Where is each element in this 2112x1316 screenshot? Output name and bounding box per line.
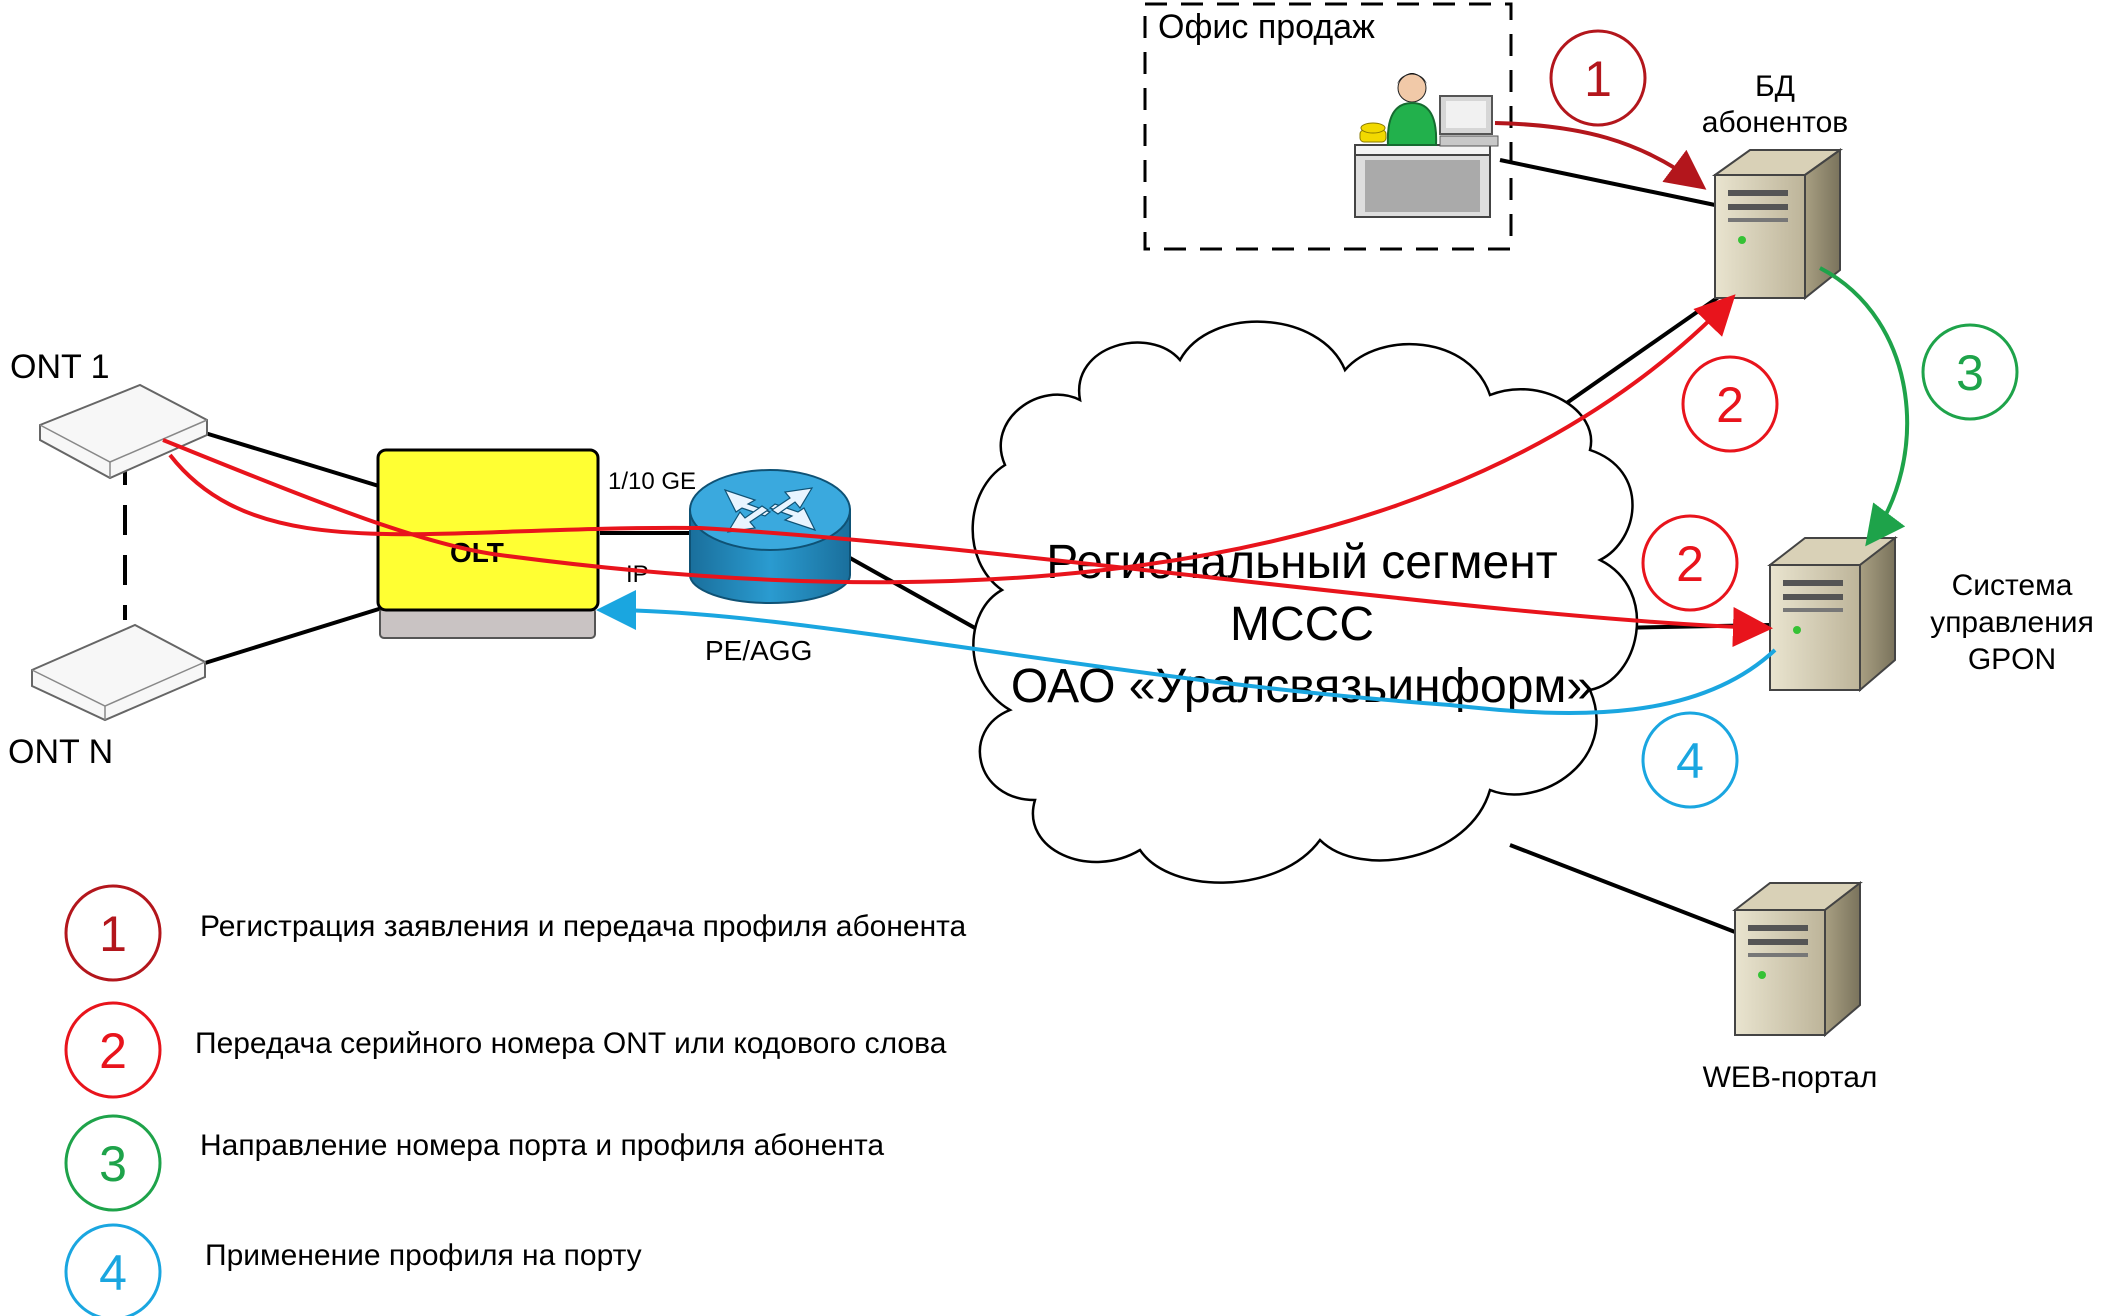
flow-2-ont-to-db <box>162 294 1736 585</box>
db-server-icon <box>1711 148 1844 301</box>
web-portal-label: WEB-портал <box>1703 1061 1878 1094</box>
legend-text-3: Направление номера порта и профиля абоне… <box>200 1129 884 1162</box>
link-ont1-olt <box>204 431 383 489</box>
legend-text-1: Регистрация заявления и передача профиля… <box>200 910 967 943</box>
gpon-label-line3: GPON <box>1968 643 2056 676</box>
legend-item-1: 1 Регистрация заявления и передача профи… <box>64 884 967 982</box>
cloud-label-line2: МССС <box>1230 598 1374 651</box>
svg-text:2: 2 <box>1676 536 1704 592</box>
legend-text-4: Применение профиля на порту <box>205 1239 642 1272</box>
svg-text:1: 1 <box>1584 51 1612 107</box>
legend-num-2: 2 <box>99 1023 127 1079</box>
db-label-line2: абонентов <box>1702 106 1848 139</box>
link-cloud-web <box>1509 843 1736 934</box>
sales-office-label: Офис продаж <box>1158 8 1375 46</box>
svg-text:4: 4 <box>1676 733 1704 789</box>
legend-num-1: 1 <box>99 906 127 962</box>
pe-agg-label: PE/AGG <box>705 635 812 666</box>
legend-text-2: Передача серийного номера ONT или кодово… <box>195 1027 947 1060</box>
sales-office-box <box>1143 2 1513 251</box>
ip-label: IP <box>626 561 649 588</box>
link-router-cloud <box>849 556 976 630</box>
ge-label: 1/10 GE <box>608 468 696 495</box>
gpon-label-line1: Система <box>1952 569 2073 602</box>
legend-num-3: 3 <box>99 1136 127 1192</box>
flow-4-gpon-to-olt <box>596 590 1777 715</box>
ont-n-device <box>31 623 206 722</box>
cloud-label-line1: Региональный сегмент <box>1046 536 1557 589</box>
link-office-db <box>1499 158 1716 207</box>
gpon-label-line2: управления <box>1930 606 2094 639</box>
svg-text:2: 2 <box>1716 377 1744 433</box>
legend-num-4: 4 <box>99 1245 127 1301</box>
svg-text:3: 3 <box>1956 345 1984 401</box>
ont-1-label: ONT 1 <box>10 348 110 386</box>
legend-item-4: 4 Применение профиля на порту <box>64 1223 642 1316</box>
db-label-line1: БД <box>1755 70 1795 103</box>
web-portal-server-icon <box>1732 880 1863 1038</box>
legend-item-3: 3 Направление номера порта и профиля або… <box>64 1114 884 1212</box>
gpon-server-icon <box>1767 535 1898 693</box>
step-marker-3: 3 <box>1921 323 2019 421</box>
flow-1-office-to-db <box>1494 121 1707 190</box>
olt-device <box>376 448 600 639</box>
legend-item-2: 2 Передача серийного номера ONT или кодо… <box>64 1001 947 1099</box>
step-marker-1: 1 <box>1549 29 1647 127</box>
link-ontn-olt <box>204 606 383 665</box>
ont-1-device <box>39 383 208 480</box>
ont-n-label: ONT N <box>8 733 113 771</box>
legend: 1 Регистрация заявления и передача профи… <box>64 884 967 1316</box>
regional-segment-cloud <box>971 320 1639 884</box>
flow-3-db-to-gpon <box>1819 266 1910 547</box>
step-marker-2b: 2 <box>1641 514 1739 612</box>
step-marker-2a: 2 <box>1681 355 1779 453</box>
operator-desk-icon <box>1354 73 1499 218</box>
flow-arrows <box>162 121 1910 715</box>
flow-2-ont-to-gpon <box>168 453 1773 648</box>
step-marker-4: 4 <box>1641 711 1739 809</box>
